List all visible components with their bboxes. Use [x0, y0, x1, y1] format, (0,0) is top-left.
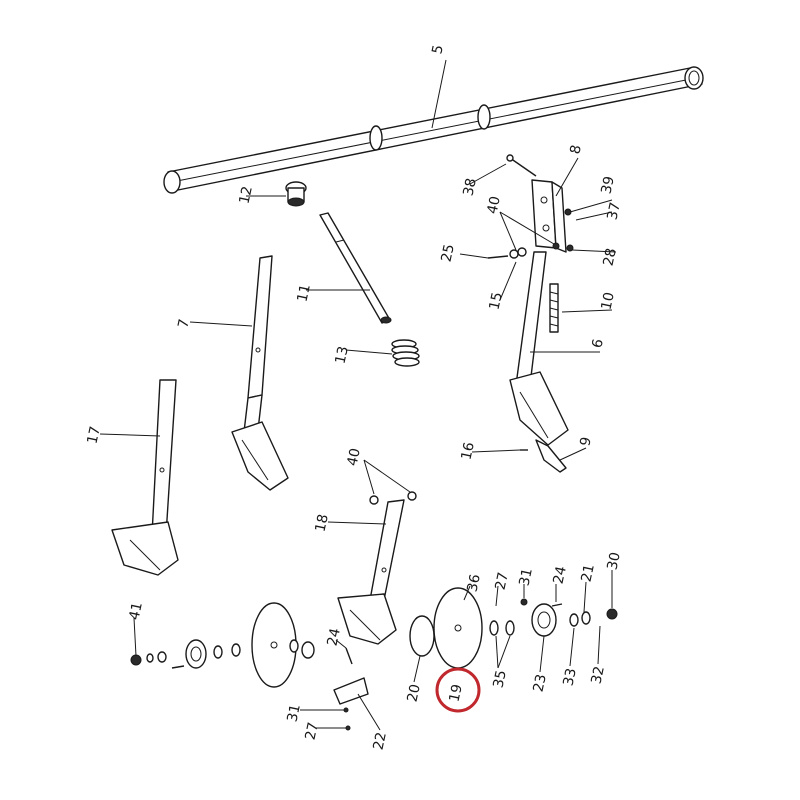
label-11: 11: [295, 283, 314, 304]
label-31-bottom: 31: [285, 703, 304, 724]
part-5-main-bar: [163, 66, 704, 194]
label-39: 39: [599, 175, 618, 196]
label-33: 33: [561, 667, 580, 688]
label-15: 15: [487, 291, 506, 312]
label-24-top: 24: [551, 565, 570, 586]
part-24-bolt: [345, 647, 353, 665]
part-labels: 5 8 12 38 39 40 37 25 28 11 15 10 7 13 6…: [85, 44, 624, 752]
label-41: 41: [127, 601, 146, 622]
label-20: 20: [405, 683, 424, 704]
label-18: 18: [313, 513, 332, 534]
label-6: 6: [589, 337, 607, 349]
part-22-plate: [333, 677, 369, 731]
label-31-top: 31: [517, 567, 536, 588]
leader-lines: [99, 59, 617, 731]
label-36: 36: [465, 573, 484, 594]
label-17: 17: [85, 425, 104, 446]
part-12-cap: [285, 181, 307, 207]
label-28: 28: [601, 247, 620, 268]
disc-assembly-right: [409, 587, 618, 669]
label-7: 7: [175, 318, 193, 330]
part-17-arm: [111, 379, 179, 576]
part-11-shaft: [319, 212, 392, 324]
label-25: 25: [439, 243, 458, 264]
highlight-circle: [435, 667, 481, 713]
label-35: 35: [491, 669, 510, 690]
label-40-top: 40: [485, 195, 504, 216]
part-13-spring-boot: [391, 339, 420, 367]
label-10: 10: [599, 291, 618, 312]
hardware-arm-6: [487, 208, 574, 473]
label-24-bottom: 24: [325, 627, 344, 648]
label-5: 5: [429, 44, 447, 56]
label-23: 23: [531, 673, 550, 694]
label-21: 21: [579, 563, 598, 584]
part-18-arm: [337, 499, 405, 645]
label-37: 37: [605, 201, 624, 222]
label-40-middle: 40: [345, 447, 364, 468]
part-38-bolt: [506, 154, 537, 177]
label-27-bottom: 27: [303, 721, 322, 742]
label-12: 12: [237, 185, 256, 206]
label-30: 30: [605, 551, 624, 572]
hardware-40-middle: [369, 491, 417, 505]
label-27-top: 27: [493, 571, 512, 592]
label-32: 32: [589, 665, 608, 686]
part-6-arm: [509, 251, 569, 446]
label-19: 19: [447, 683, 466, 704]
label-16: 16: [459, 441, 478, 462]
label-9: 9: [577, 436, 595, 448]
label-8: 8: [567, 144, 585, 156]
label-38: 38: [461, 177, 480, 198]
label-22: 22: [371, 731, 390, 752]
part-10-spring: [549, 283, 559, 333]
label-13: 13: [333, 345, 352, 366]
disc-assembly-left: [130, 602, 315, 688]
part-7-arm: [231, 255, 289, 491]
